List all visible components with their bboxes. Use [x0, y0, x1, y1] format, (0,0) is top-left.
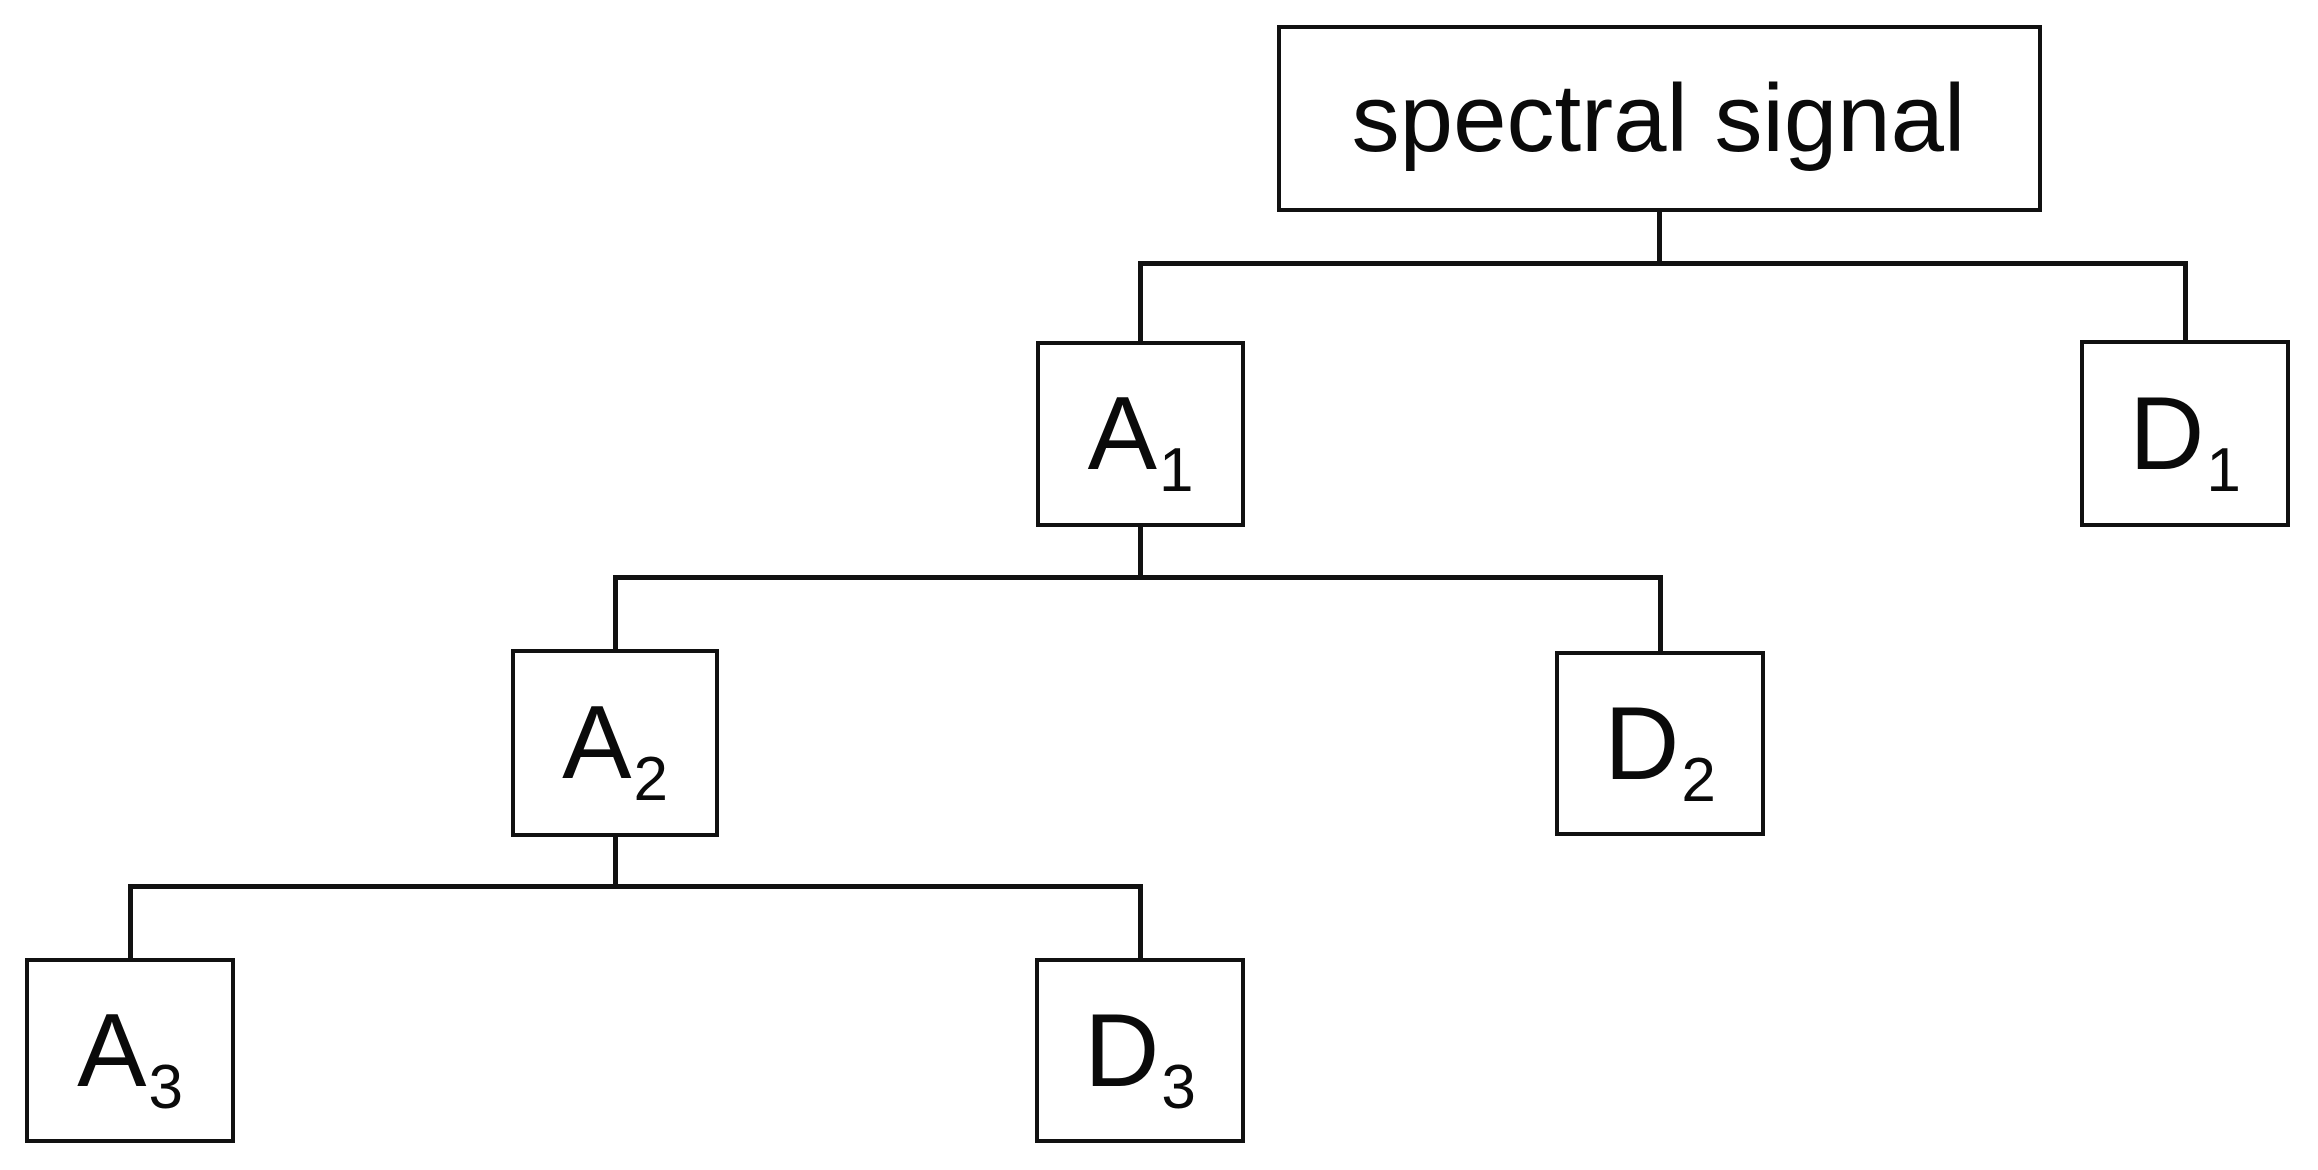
edge-root-stem — [1657, 212, 1662, 265]
edge-a1-bar — [613, 575, 1663, 580]
edge-root-bar — [1140, 261, 2188, 266]
edge-root-to-a1-drop — [1138, 261, 1143, 343]
edge-a1-to-d2-drop — [1658, 575, 1663, 655]
edge-a2-bar — [128, 884, 1143, 889]
node-spectral-signal-label: spectral signal — [1351, 64, 1966, 172]
edge-a2-to-a3-drop — [128, 884, 133, 962]
edge-a1-stem — [1138, 527, 1143, 579]
edge-root-to-d1-drop — [2183, 261, 2188, 343]
edge-a1-to-a2-drop — [613, 575, 618, 653]
edge-a2-stem — [613, 837, 618, 887]
node-spectral-signal: spectral signal — [1277, 25, 2042, 212]
edge-a2-to-d3-drop — [1138, 884, 1143, 962]
